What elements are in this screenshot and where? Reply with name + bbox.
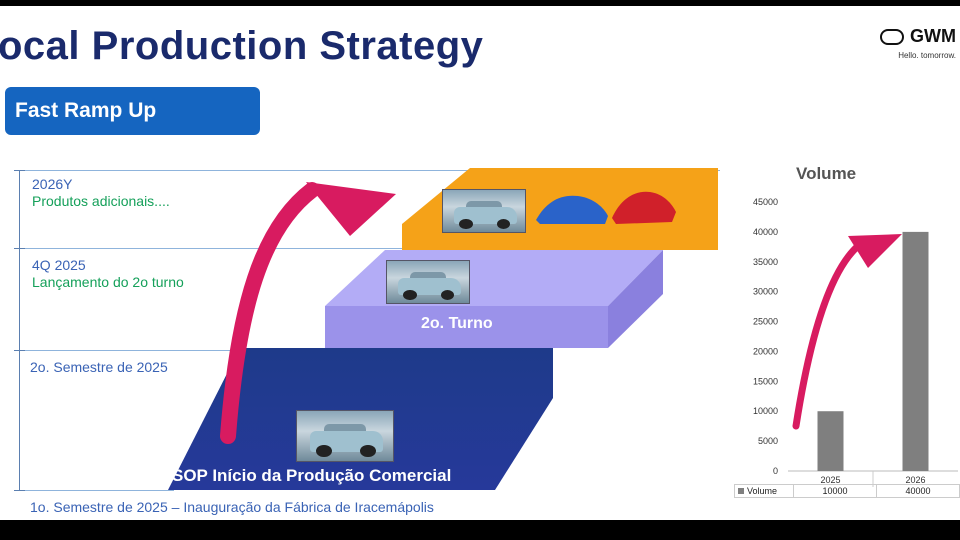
chart-arrow-head-icon (848, 234, 902, 268)
brand-name: GWM (910, 26, 956, 46)
table-value-cell: 40000 (876, 484, 960, 498)
timeline-period: 2026Y (32, 176, 73, 192)
brand-tagline: Hello. tomorrow. (898, 50, 956, 60)
arrow-head-icon (306, 182, 396, 236)
timeline-desc: Produtos adicionais.... (32, 193, 170, 209)
brand-logo: GWM Hello. tomorrow. (880, 26, 956, 60)
suv-photo-icon (386, 260, 470, 304)
y-tick-label: 30000 (753, 287, 778, 297)
timeline-period: 1o. Semestre de 2025 – Inauguração da Fá… (30, 499, 434, 515)
timeline-desc: Lançamento do 2o turno (32, 274, 184, 290)
step-middle-label: 2o. Turno (421, 315, 493, 332)
bar (817, 411, 844, 471)
timeline-axis (19, 170, 20, 490)
curved-arrow-icon (220, 182, 320, 444)
timeline-tick (14, 350, 25, 351)
suv-photo-icon (296, 410, 394, 462)
timeline-period: 4Q 2025 (32, 257, 86, 273)
slide-title: ocal Production Strategy (0, 24, 484, 68)
divider-line (14, 248, 404, 249)
x-tick-label: 2025 (820, 475, 840, 485)
y-tick-label: 15000 (753, 376, 778, 386)
y-tick-label: 40000 (753, 227, 778, 237)
car-silhouette-blue-icon (536, 195, 608, 224)
table-series-cell: Volume (734, 484, 794, 498)
divider-line (14, 490, 174, 491)
step-middle-top (325, 250, 663, 306)
y-tick-label: 45000 (753, 197, 778, 207)
timeline-tick (14, 170, 25, 171)
y-tick-label: 5000 (758, 436, 778, 446)
volume-data-table: Volume 10000 40000 (734, 484, 960, 498)
timeline-tick (14, 490, 25, 491)
y-tick-label: 25000 (753, 317, 778, 327)
slide: ocal Production Strategy GWM Hello. tomo… (0, 6, 960, 520)
step-bottom-label: SOP Início da Produção Comercial (172, 466, 452, 485)
x-tick-label: 2026 (905, 475, 925, 485)
table-value-cell: 10000 (793, 484, 877, 498)
section-ribbon: Fast Ramp Up (5, 87, 260, 135)
timeline-tick (14, 248, 25, 249)
divider-line (14, 350, 324, 351)
gwm-logo-icon (880, 28, 905, 45)
y-tick-label: 20000 (753, 346, 778, 356)
divider-line (14, 170, 720, 171)
y-tick-label: 35000 (753, 257, 778, 267)
step-middle-front (325, 306, 608, 348)
chart-arrow-icon (792, 242, 862, 430)
volume-chart: 0 5000 10000 15000 20000 25000 30000 35000 40000… (753, 197, 958, 487)
series-name: Volume (747, 486, 778, 496)
bar (902, 231, 929, 471)
y-tick-label: 10000 (753, 406, 778, 416)
y-tick-label: 0 (773, 466, 778, 476)
car-silhouette-red-icon (612, 191, 676, 224)
step-middle-side (608, 250, 663, 348)
timeline-period: 2o. Semestre de 2025 (30, 359, 168, 375)
legend-swatch-icon (738, 488, 744, 494)
chart-title: Volume (796, 164, 857, 183)
suv-photo-icon (442, 189, 526, 233)
